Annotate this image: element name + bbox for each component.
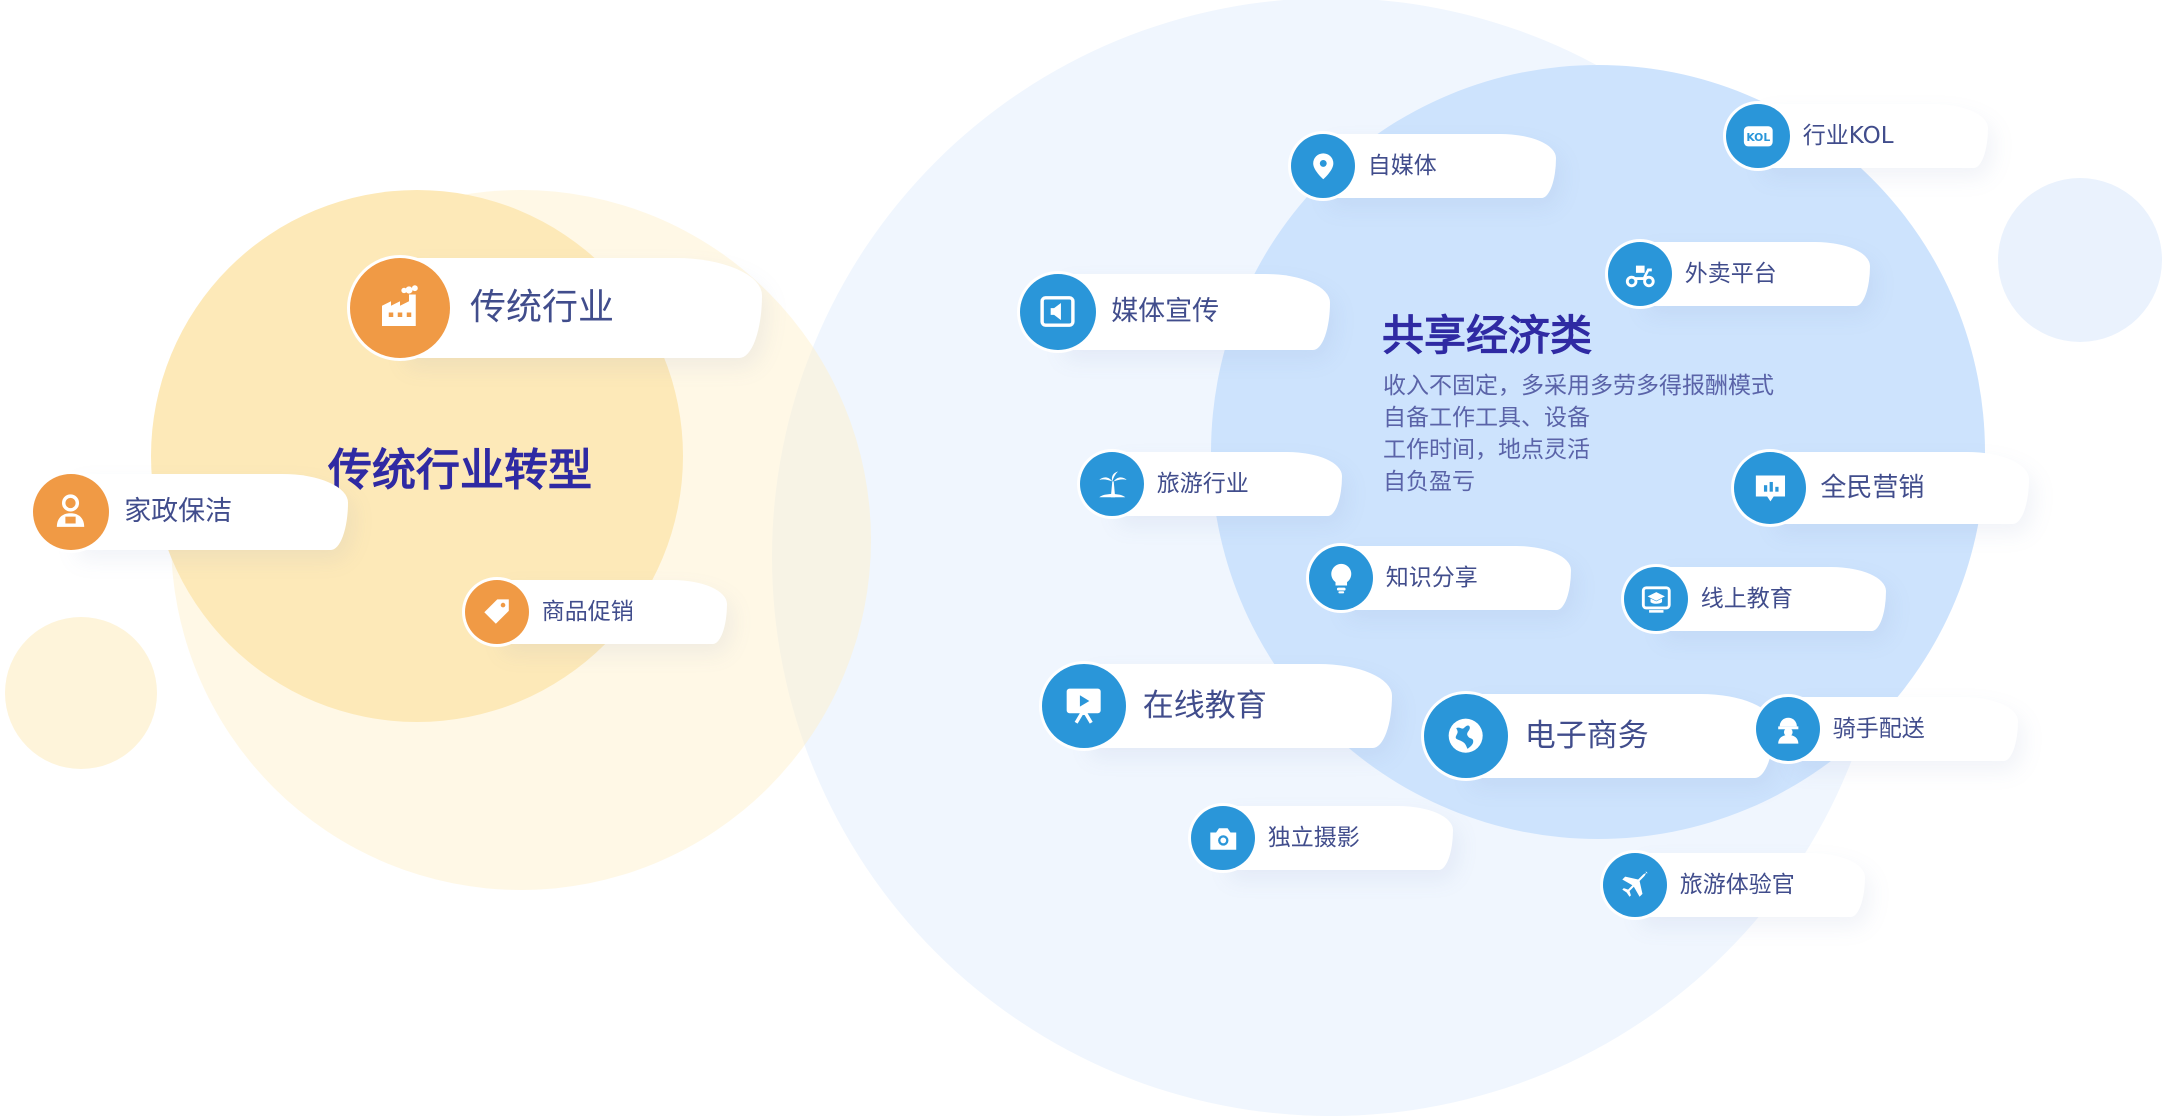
scooter-icon [1608,242,1672,306]
tag-label: 外卖平台 [1684,261,1777,287]
tag-label: 知识分享 [1385,565,1478,591]
tag-label: 独立摄影 [1267,825,1360,851]
tag-label: 在线教育 [1142,688,1267,724]
globe-icon [1424,694,1508,778]
description-line: 自负盈亏 [1383,469,1475,495]
tag-tourism-industry: 旅游行业 [1080,452,1342,516]
description-line: 收入不固定，多采用多劳多得报酬模式 [1383,373,1774,399]
traditional-group-title: 传统行业转型 [328,445,592,496]
lightbulb-icon [1309,546,1373,610]
airplane-icon [1603,853,1667,917]
tag-label: 自媒体 [1367,153,1437,179]
tag-label: 传统行业 [470,287,615,328]
tag-label: 商品促销 [541,599,634,625]
tag-label: 旅游体验官 [1679,872,1795,898]
tag-ecommerce: 电子商务 [1424,694,1774,778]
tag-travel-tester: 旅游体验官 [1603,853,1865,917]
factory-icon [350,258,450,358]
presentation-play-icon [1042,664,1126,748]
camera-icon [1191,806,1255,870]
palm-island-icon [1080,452,1144,516]
tag-housekeeping: 家政保洁 [33,474,348,550]
tag-label: 旅游行业 [1156,471,1249,497]
description-line: 工作时间，地点灵活 [1383,437,1590,463]
tag-media-promotion: 媒体宣传 [1020,274,1330,350]
tag-traditional-industry: 传统行业 [350,258,762,358]
megaphone-screen-icon [1020,274,1096,350]
tag-takeout-platform: 外卖平台 [1608,242,1870,306]
tag-rider-delivery: 骑手配送 [1756,697,2018,761]
delivery-rider-icon [1756,697,1820,761]
tag-online-education-large: 在线教育 [1042,664,1392,748]
chart-board-icon [1734,452,1806,524]
tag-independent-photography: 独立摄影 [1191,806,1453,870]
tag-industry-kol: KOL 行业KOL [1726,104,1988,168]
tag-product-promotion: 商品促销 [465,580,727,644]
tag-label: 骑手配送 [1832,716,1925,742]
tag-we-media: 自媒体 [1291,134,1556,198]
svg-text:KOL: KOL [1746,131,1770,144]
broadcast-pin-icon [1291,134,1355,198]
tag-label: 电子商务 [1524,718,1649,754]
tag-label: 行业KOL [1802,123,1894,149]
price-tag-icon [465,580,529,644]
graduation-screen-icon [1624,567,1688,631]
tag-label: 全民营销 [1820,473,1925,503]
tag-online-education-small: 线上教育 [1624,567,1886,631]
background-circle-small-blue [1998,178,2162,342]
background-circle-small-cream [5,617,157,769]
tag-knowledge-sharing: 知识分享 [1309,546,1571,610]
tag-label: 家政保洁 [124,496,233,527]
shared-economy-description: 收入不固定，多采用多劳多得报酬模式 自备工作工具、设备 工作时间，地点灵活 自负… [1383,370,1774,498]
kol-badge-icon: KOL [1726,104,1790,168]
tag-label: 线上教育 [1700,586,1793,612]
tag-all-marketing: 全民营销 [1734,452,2029,524]
description-line: 自备工作工具、设备 [1383,405,1590,431]
shared-economy-title: 共享经济类 [1382,311,1593,360]
tag-label: 媒体宣传 [1111,296,1220,327]
cleaner-person-icon [33,474,109,550]
